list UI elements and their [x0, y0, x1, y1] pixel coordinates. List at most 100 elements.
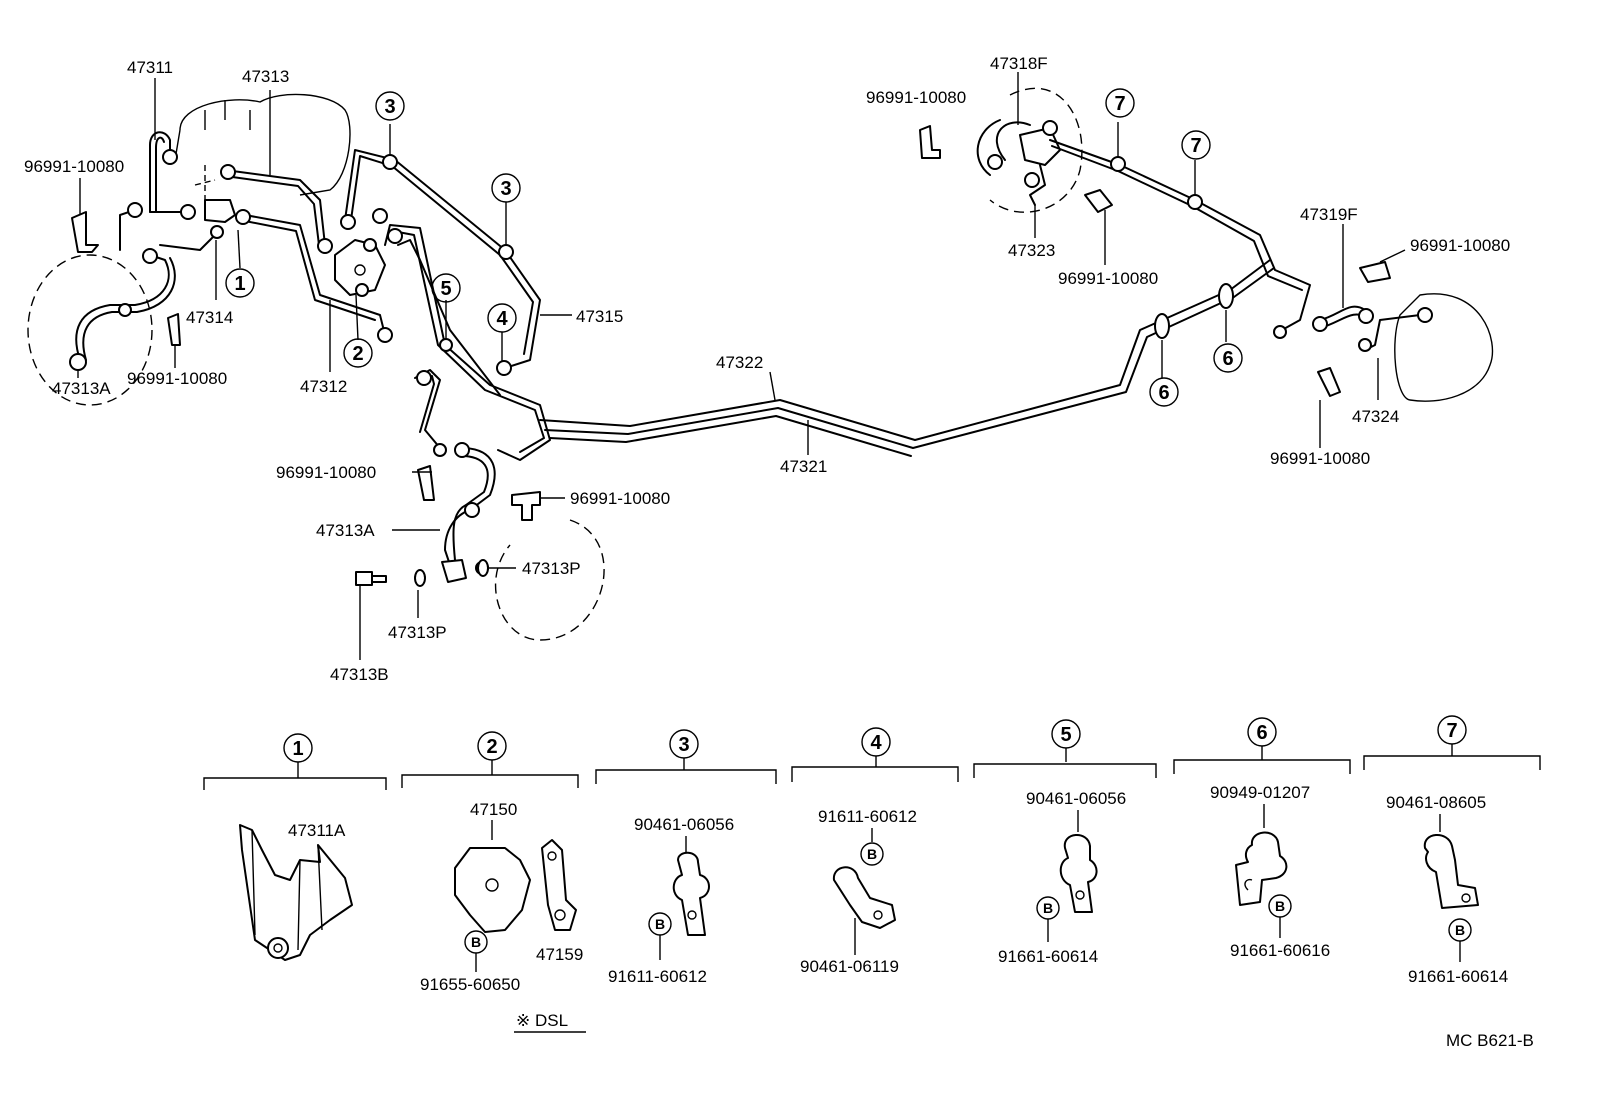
clamp-90461-06056-a — [672, 851, 710, 936]
label-47322: 47322 — [716, 353, 763, 372]
pipe-47321 — [544, 267, 1275, 449]
detail-7-bolt-marker: B — [1455, 922, 1465, 938]
label-96991-g: 96991-10080 — [1410, 236, 1510, 255]
detail-5-bolt-marker: B — [1043, 900, 1053, 916]
detail-3-part-90461: 90461-06056 — [634, 815, 734, 834]
label-47313a-right: 47313A — [316, 521, 375, 540]
clip-96991-e — [919, 125, 941, 159]
detail-panel-4: 4 91611-60612 B 90461-06119 — [791, 727, 959, 976]
detail-2-part-91655: 91655-60650 — [420, 975, 520, 994]
clip-96991-h — [1317, 367, 1341, 397]
callouts-upper: 3 3 1 2 5 4 7 7 6 6 — [225, 88, 1243, 407]
detail-1-part-47311a: 47311A — [288, 821, 346, 840]
bracket-47311a — [239, 824, 353, 961]
detail-2-part-47159: 47159 — [536, 945, 583, 964]
detail-7-number: 7 — [1446, 720, 1457, 742]
pipe-47311 — [149, 131, 171, 213]
detail-panel-3: 3 90461-06056 B 91611-60612 — [595, 729, 777, 986]
label-47314: 47314 — [186, 308, 233, 327]
label-96991-b: 96991-10080 — [127, 369, 227, 388]
detail-7-part-91661: 91661-60614 — [1408, 967, 1508, 986]
label-47313p-a: 47313P — [522, 559, 581, 578]
callout-2: 2 — [352, 343, 363, 365]
label-96991-c: 96991-10080 — [276, 463, 376, 482]
detail-4-part-91611: 91611-60612 — [818, 807, 917, 826]
detail-4-bolt-marker: B — [867, 846, 877, 862]
detail-panel-5: 5 90461-06056 B 91661-60614 — [973, 719, 1157, 966]
label-47319f: 47319F — [1300, 205, 1358, 224]
rear-right-drum — [1394, 293, 1494, 402]
label-47321: 47321 — [780, 457, 827, 476]
detail-3-number: 3 — [678, 734, 689, 756]
detail-3-part-91611: 91611-60612 — [608, 967, 707, 986]
callout-3a: 3 — [384, 96, 395, 118]
detail-5-part-91661: 91661-60614 — [998, 947, 1098, 966]
proportioning-valve — [334, 239, 386, 296]
clamp-90461-06056-b — [1059, 834, 1098, 913]
pipe-47322 — [539, 259, 1271, 441]
callout-6a: 6 — [1222, 348, 1233, 370]
front-left-assembly — [27, 93, 605, 641]
label-47313p-b: 47313P — [388, 623, 447, 642]
label-47323: 47323 — [1008, 241, 1055, 260]
callout-3b: 3 — [500, 178, 511, 200]
front-right-disc — [494, 519, 605, 641]
dsl-note: ※ DSL — [516, 1011, 568, 1030]
clip-96991-a — [71, 211, 99, 253]
front-left-disc — [27, 254, 153, 406]
label-47313b: 47313B — [330, 665, 389, 684]
callout-6b: 6 — [1158, 382, 1169, 404]
label-96991-d: 96991-10080 — [570, 489, 670, 508]
detail-2-number: 2 — [486, 736, 497, 758]
clip-96991-c — [417, 465, 435, 501]
hose-47313a-right — [444, 447, 496, 566]
detail-panels: 1 47311A 2 47150 47159 B 91655-60650 — [203, 715, 1541, 1033]
label-47318f: 47318F — [990, 54, 1048, 73]
label-47313: 47313 — [242, 67, 289, 86]
detail-1-number: 1 — [292, 738, 303, 760]
callout-7a: 7 — [1114, 93, 1125, 115]
callout-7b: 7 — [1190, 135, 1201, 157]
detail-6-part-90949: 90949-01207 — [1210, 783, 1310, 802]
clip-96991-f — [1084, 189, 1113, 213]
detail-panel-2: 2 47150 47159 B 91655-60650 ※ DSL — [401, 731, 586, 1033]
master-cylinder-outline — [174, 93, 351, 196]
detail-4-part-90461: 90461-06119 — [800, 957, 899, 976]
bolt-47313b — [355, 571, 387, 586]
detail-6-part-91661: 91661-60616 — [1230, 941, 1330, 960]
detail-panel-7: 7 90461-08605 B 91661-60614 — [1363, 715, 1541, 986]
label-96991-f: 96991-10080 — [1058, 269, 1158, 288]
detail-6-bolt-marker: B — [1275, 898, 1285, 914]
label-96991-a: 96991-10080 — [24, 157, 124, 176]
detail-5-part-90461: 90461-06056 — [1026, 789, 1126, 808]
label-47311: 47311 — [127, 58, 173, 77]
label-47313a-left: 47313A — [52, 379, 111, 398]
three-way-block — [204, 199, 236, 223]
clip-96991-d — [511, 491, 541, 521]
callout-4: 4 — [496, 308, 508, 330]
clamp-90461-08605 — [1423, 834, 1479, 909]
pipe-junction-dots — [382, 154, 1203, 376]
washer-47313p-a — [414, 569, 426, 587]
pipe-47313 — [224, 169, 326, 246]
detail-2-part-47150: 47150 — [470, 800, 517, 819]
pipe-47312 — [244, 214, 386, 336]
clamp-90949-01207 — [1235, 831, 1288, 906]
washer-47313p-b — [477, 559, 489, 577]
label-47315: 47315 — [576, 307, 623, 326]
part-labels-upper: 47311 47313 96991-10080 47314 96991-1008… — [24, 54, 1510, 684]
detail-panel-6: 6 90949-01207 B 91661-60616 — [1173, 717, 1351, 960]
pipe-rear-crossover — [1049, 139, 1311, 331]
label-96991-h: 96991-10080 — [1270, 449, 1370, 468]
callout-5: 5 — [440, 278, 451, 300]
diagram-code: MC B621-B — [1446, 1031, 1534, 1050]
callout-1: 1 — [234, 273, 245, 295]
clamp-90461-06119 — [832, 866, 896, 929]
valve-47150 — [454, 847, 531, 933]
detail-7-part-90461: 90461-08605 — [1386, 793, 1486, 812]
label-96991-e: 96991-10080 — [866, 88, 966, 107]
clip-96991-g — [1359, 261, 1391, 283]
rear-left-drum — [989, 87, 1083, 213]
label-47324: 47324 — [1352, 407, 1399, 426]
